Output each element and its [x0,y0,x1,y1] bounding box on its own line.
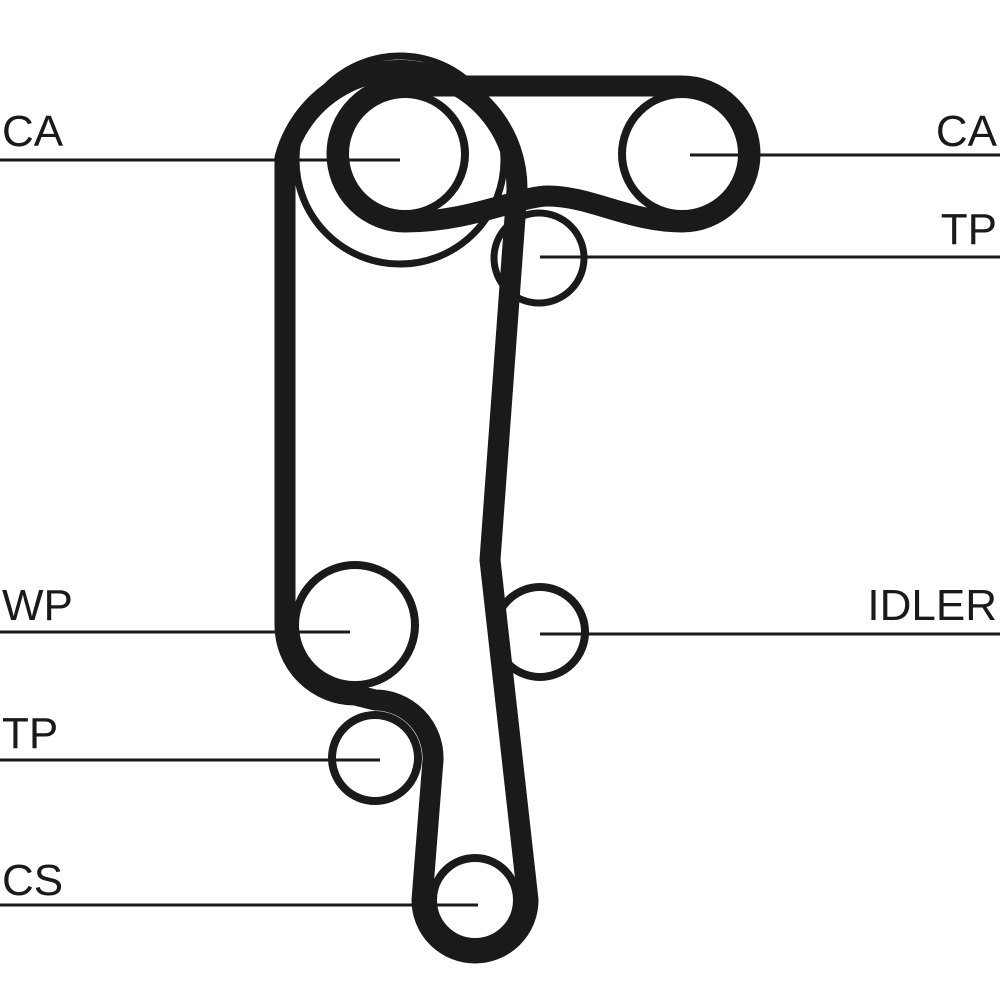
label-ca-left: CA [2,107,64,156]
label-wp: WP [2,581,73,630]
pulley-tensioner-lower [328,711,422,805]
belt-main-loop [274,59,539,964]
pulley-water-pump [291,561,419,689]
belt-camshaft-loop [326,75,761,233]
pulley-crankshaft [429,854,521,946]
label-tp-upper: TP [941,205,997,254]
label-cs: CS [2,856,63,905]
label-tp-lower: TP [2,709,58,758]
label-idler: IDLER [867,581,997,630]
label-ca-right: CA [936,107,998,156]
